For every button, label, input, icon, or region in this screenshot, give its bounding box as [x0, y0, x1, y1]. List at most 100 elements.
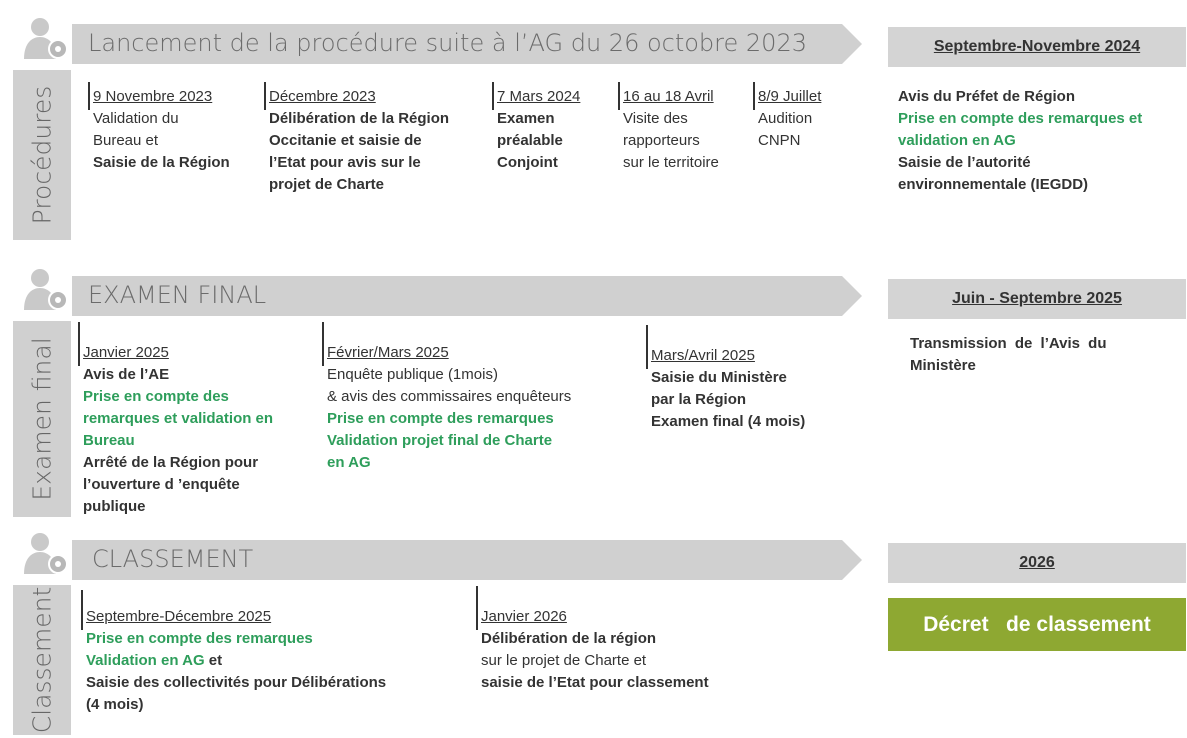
column-line: Avis de l’AE	[83, 366, 170, 383]
column-line: Prise en compte des	[83, 388, 229, 405]
banner-examen-final: EXAMEN FINAL	[72, 276, 862, 316]
column-line: Bureau et	[93, 132, 159, 149]
divider	[492, 82, 494, 110]
person-gear-icon	[14, 530, 72, 576]
column-line: rapporteurs	[623, 132, 700, 149]
right-header-label: 2026	[1019, 554, 1055, 571]
column-line: projet de Charte	[269, 176, 385, 193]
banner-title: Lancement de la procédure suite à l’AG d…	[88, 29, 807, 57]
timeline-column: Septembre-Décembre 2025 Prise en compte …	[81, 590, 387, 716]
sidebar-examen-final: Examen final	[13, 321, 71, 517]
column-line: Prise en compte des remarques	[86, 630, 313, 647]
column-line: Saisie de la Région	[93, 154, 230, 171]
timeline-column: 7 Mars 2024 Examen préalable Conjoint	[492, 82, 581, 174]
column-line: Validation en AG et	[86, 650, 386, 672]
timeline-column: 16 au 18 Avril Visite des rapporteurs su…	[618, 82, 719, 174]
column-date: Janvier 2025	[83, 344, 169, 361]
timeline-column: Mars/Avril 2025 Saisie du Ministère par …	[646, 325, 806, 433]
column-date: 16 au 18 Avril	[623, 88, 714, 105]
column-line: Conjoint	[497, 154, 558, 171]
column-line: Audition	[758, 110, 813, 127]
column-line: Validation projet final de Charte	[327, 432, 553, 449]
right-panel-text: Transmission de l’Avis du Ministère	[910, 333, 1107, 377]
right-header: Juin - Septembre 2025	[888, 279, 1186, 319]
column-date: Septembre-Décembre 2025	[86, 608, 272, 625]
column-line: sur le projet de Charte et	[481, 652, 647, 669]
banner-title: CLASSEMENT	[92, 545, 254, 573]
sidebar-label: Examen final	[27, 337, 57, 501]
column-line: Délibération de la Région	[269, 110, 450, 127]
right-line: Saisie de l’autorité	[898, 154, 1031, 171]
column-line: préalable	[497, 132, 563, 149]
right-header-label: Juin - Septembre 2025	[952, 290, 1122, 307]
column-date: 7 Mars 2024	[497, 88, 581, 105]
column-line: Occitanie et saisie de	[269, 132, 422, 149]
column-line: (4 mois)	[86, 696, 144, 713]
column-date: 9 Novembre 2023	[93, 88, 213, 105]
column-line: Saisie des collectivités pour Délibérati…	[86, 674, 387, 691]
column-line: sur le territoire	[623, 154, 719, 171]
column-line: remarques et validation en	[83, 410, 274, 427]
column-line: Enquête publique (1mois)	[327, 366, 498, 383]
timeline-column: Décembre 2023 Délibération de la Région …	[264, 82, 450, 196]
sidebar-procedures: Procédures	[13, 70, 71, 240]
right-line: Avis du Préfet de Région	[898, 88, 1075, 105]
column-line: publique	[83, 498, 146, 515]
divider	[476, 586, 478, 630]
decret-label: Décret de classement	[923, 612, 1151, 636]
sidebar-label: Procédures	[27, 85, 57, 225]
timeline-column: Janvier 2026 Délibération de la région s…	[476, 586, 709, 694]
column-line: Validation du	[93, 110, 179, 127]
sidebar-classement: Classement	[13, 585, 71, 735]
column-line: Délibération de la région	[481, 630, 657, 647]
column-date: Janvier 2026	[481, 608, 567, 625]
person-gear-icon	[14, 15, 72, 61]
column-date: Mars/Avril 2025	[651, 347, 755, 364]
column-line: Visite des	[623, 110, 688, 127]
column-date: Février/Mars 2025	[327, 344, 449, 361]
column-line: l’Etat pour avis sur le	[269, 154, 421, 171]
banner-classement: CLASSEMENT	[72, 540, 862, 580]
column-line: Saisie du Ministère	[651, 369, 787, 386]
right-line: Prise en compte des remarques et	[898, 110, 1143, 127]
divider	[264, 82, 266, 110]
divider	[78, 322, 80, 366]
right-panel-text: Avis du Préfet de Région Prise en compte…	[898, 86, 1142, 196]
column-date: 8/9 Juillet	[758, 88, 822, 105]
divider	[618, 82, 620, 110]
column-line-green: Validation en AG	[86, 652, 205, 669]
right-line: Ministère	[910, 357, 976, 374]
person-gear-icon	[14, 266, 72, 312]
column-line: par la Région	[651, 391, 747, 408]
right-line: environnementale (IEGDD)	[898, 176, 1089, 193]
column-line: CNPN	[758, 132, 801, 149]
column-line: & avis des commissaires enquêteurs	[327, 388, 572, 405]
column-line-suffix: et	[204, 652, 223, 669]
timeline-column: 8/9 Juillet Audition CNPN	[753, 82, 822, 152]
column-date: Décembre 2023	[269, 88, 376, 105]
column-line: Examen final (4 mois)	[651, 413, 806, 430]
column-line: en AG	[327, 454, 371, 471]
column-line: saisie de l’Etat pour classement	[481, 674, 709, 691]
banner-procedures: Lancement de la procédure suite à l’AG d…	[72, 24, 862, 64]
column-line: l’ouverture d ’enquête	[83, 476, 240, 493]
divider	[322, 322, 324, 366]
column-line: Bureau	[83, 432, 135, 449]
divider	[88, 82, 90, 110]
sidebar-label: Classement	[27, 586, 57, 734]
right-line: Transmission de l’Avis du	[910, 335, 1107, 352]
divider	[646, 325, 648, 369]
timeline-column: 9 Novembre 2023 Validation du Bureau et …	[88, 82, 230, 174]
divider	[81, 590, 83, 630]
right-line: validation en AG	[898, 132, 1016, 149]
column-line: Examen	[497, 110, 555, 127]
timeline-column: Février/Mars 2025 Enquête publique (1moi…	[322, 322, 572, 474]
timeline-column: Janvier 2025 Avis de l’AE Prise en compt…	[78, 322, 274, 518]
right-header: 2026	[888, 543, 1186, 583]
banner-title: EXAMEN FINAL	[88, 281, 267, 309]
decret-classement-box: Décret de classement	[888, 598, 1186, 651]
column-line: Arrêté de la Région pour	[83, 454, 259, 471]
divider	[753, 82, 755, 110]
right-header-label: Septembre-Novembre 2024	[933, 38, 1141, 55]
column-line: Prise en compte des remarques	[327, 410, 554, 427]
